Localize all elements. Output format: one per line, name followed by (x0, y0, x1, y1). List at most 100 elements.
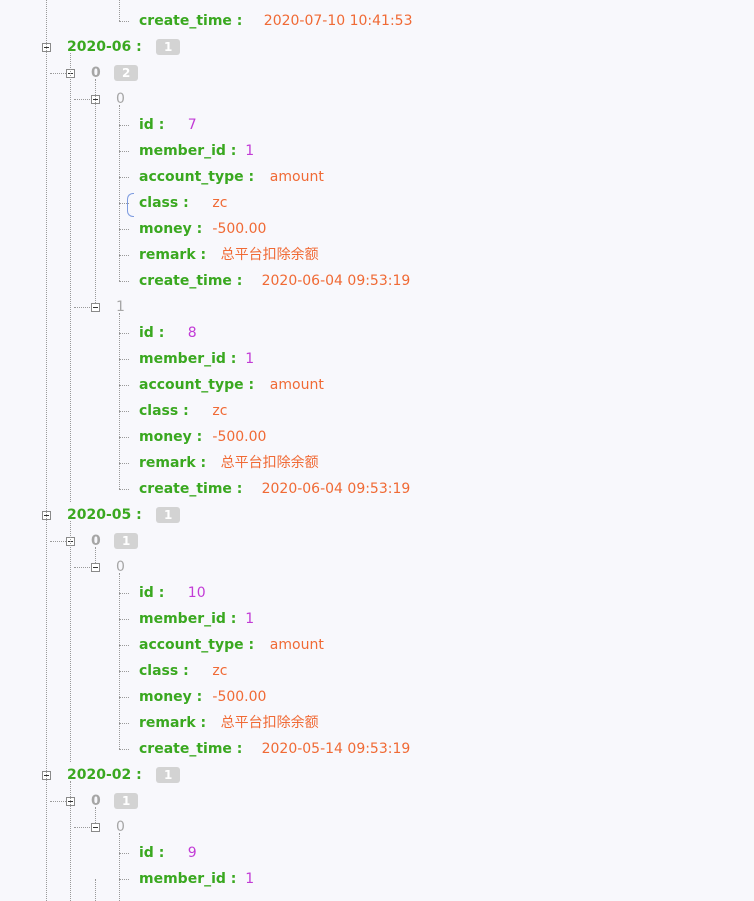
tree-guide-line (74, 307, 94, 308)
field-value: zc (212, 663, 228, 679)
tree-guide-line (119, 489, 129, 490)
tree-guide-line (50, 801, 70, 802)
tree-guide-line (119, 833, 120, 879)
field-value: 总平台扣除余额 (220, 715, 319, 731)
count-badge: 1 (114, 533, 139, 549)
field-key: account_type : (139, 377, 255, 393)
tree-guide-line (119, 697, 129, 698)
field-value: amount (269, 377, 324, 393)
field-key: account_type : (139, 637, 255, 653)
field-key: member_id : (139, 351, 237, 367)
collapse-toggle[interactable] (91, 823, 100, 832)
tree-guide-line (70, 521, 71, 762)
bracket-highlight (127, 193, 134, 217)
field-value: 1 (245, 871, 255, 887)
tree-guide-line (119, 359, 129, 360)
field-value: zc (212, 195, 228, 211)
field-value: 10 (187, 585, 206, 601)
tree-guide-line (50, 73, 70, 74)
field-key: member_id : (139, 611, 237, 627)
array-index[interactable]: 1 (116, 299, 125, 315)
tree-guide-line (119, 281, 129, 282)
count-badge: 2 (114, 65, 139, 81)
field-key: remark : (139, 247, 207, 263)
tree-guide-line (95, 807, 96, 823)
array-index[interactable]: 0 (91, 793, 101, 809)
month-key[interactable]: 2020-06 : (67, 39, 142, 55)
field-key: id : (139, 585, 165, 601)
collapse-toggle[interactable] (91, 303, 100, 312)
field-value: -500.00 (212, 429, 267, 445)
field-key: member_id : (139, 143, 237, 159)
tree-guide-line (119, 125, 129, 126)
field-key: create_time : (139, 481, 243, 497)
tree-guide-line (119, 463, 129, 464)
tree-guide-line (119, 593, 129, 594)
tree-guide-line (74, 99, 94, 100)
field-value: 2020-07-10 10:41:53 (263, 13, 413, 29)
tree-guide-line (119, 645, 129, 646)
field-key: id : (139, 845, 165, 861)
tree-guide-line (119, 879, 129, 880)
array-index[interactable]: 0 (91, 65, 101, 81)
tree-guide-line (119, 619, 129, 620)
tree-guide-line (74, 567, 94, 568)
tree-guide-line (119, 0, 120, 21)
cut-off-entry (119, 0, 519, 2)
field-key: member_id : (139, 871, 237, 887)
tree-guide-line (119, 437, 129, 438)
field-key: money : (139, 429, 203, 445)
array-index[interactable]: 0 (116, 819, 125, 835)
field-value: 1 (245, 611, 255, 627)
tree-guide-line (119, 255, 129, 256)
field-value: amount (269, 637, 324, 653)
tree-guide-line (119, 177, 129, 178)
tree-guide-line (119, 723, 129, 724)
tree-guide-line (119, 671, 129, 672)
tree-guide-line (74, 827, 94, 828)
field-key: create_time : (139, 13, 243, 29)
field-key: money : (139, 221, 203, 237)
field-value: amount (269, 169, 324, 185)
tree-guide-line (119, 411, 129, 412)
field-value: 9 (187, 845, 197, 861)
array-index[interactable]: 0 (116, 559, 125, 575)
tree-guide-line (50, 541, 70, 542)
collapse-toggle[interactable] (91, 563, 100, 572)
field-key: class : (139, 663, 189, 679)
field-key: create_time : (139, 741, 243, 757)
tree-guide-line (119, 229, 129, 230)
field-key: remark : (139, 715, 207, 731)
tree-guide-line (95, 79, 96, 303)
field-key: id : (139, 325, 165, 341)
field-value: 总平台扣除余额 (220, 455, 319, 471)
count-badge: 1 (156, 767, 181, 783)
field-value: 2020-06-04 09:53:19 (261, 273, 411, 289)
month-key[interactable]: 2020-02 : (67, 767, 142, 783)
field-value: 总平台扣除余额 (220, 247, 319, 263)
tree-guide-line (70, 53, 71, 502)
array-index[interactable]: 0 (91, 533, 101, 549)
field-value: -500.00 (212, 689, 267, 705)
field-key: account_type : (139, 169, 255, 185)
field-key: id : (139, 117, 165, 133)
count-badge: 1 (114, 793, 139, 809)
field-value: 7 (187, 117, 197, 133)
field-value: 2020-05-14 09:53:19 (261, 741, 411, 757)
count-badge: 1 (156, 507, 181, 523)
tree-guide-line (119, 749, 129, 750)
tree-guide-line (119, 313, 120, 489)
tree-guide-line (119, 573, 120, 749)
tree-guide-line (46, 0, 47, 901)
array-index[interactable]: 0 (116, 91, 125, 107)
month-key[interactable]: 2020-05 : (67, 507, 142, 523)
field-value: 1 (245, 351, 255, 367)
count-badge: 1 (156, 39, 181, 55)
field-key: remark : (139, 455, 207, 471)
tree-guide-line (119, 879, 120, 901)
tree-guide-line (119, 105, 120, 281)
tree-guide-line (119, 21, 129, 22)
field-value: -500.00 (212, 221, 267, 237)
tree-guide-line (119, 203, 129, 204)
